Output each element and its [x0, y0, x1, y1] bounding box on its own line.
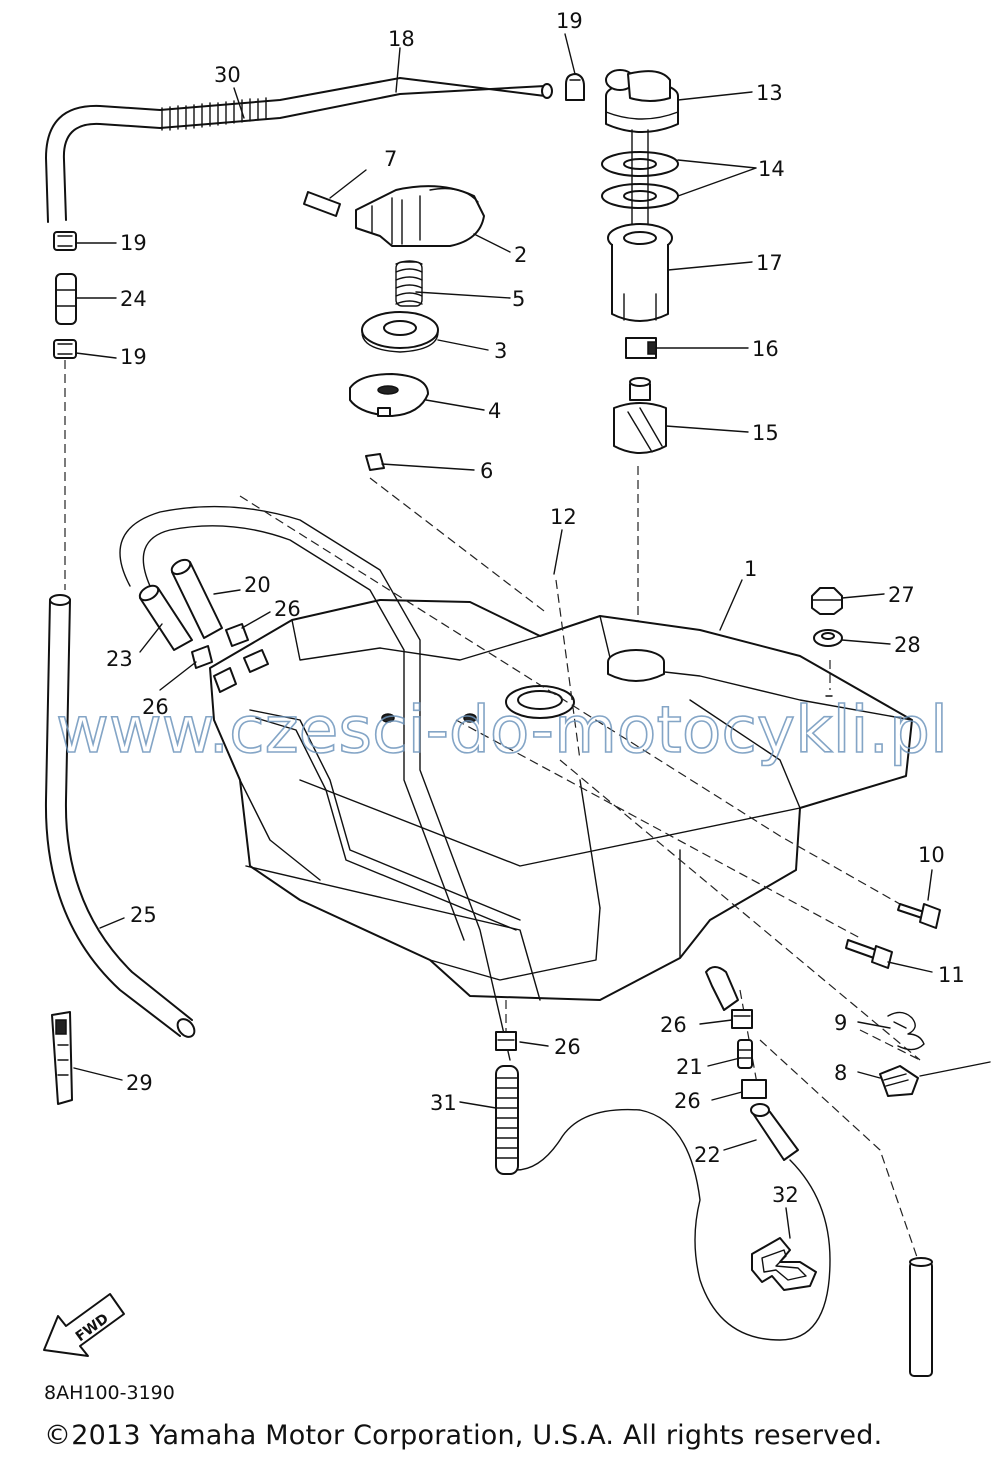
vent-hose-18 [45, 77, 553, 223]
callout-14: 14 [758, 157, 785, 181]
callout-30: 30 [214, 63, 241, 87]
hose-loop [119, 505, 511, 1061]
band-29 [51, 1011, 73, 1105]
callout-7: 7 [384, 147, 397, 171]
clip-26-upper [225, 623, 249, 647]
clip-26-right-upper [731, 1009, 753, 1029]
joint-24 [55, 273, 77, 325]
callout-numbers: 18 19 30 13 7 14 2 19 17 24 5 3 16 19 4 … [106, 9, 965, 1207]
callout-5: 5 [512, 287, 525, 311]
pin-7 [303, 191, 341, 217]
bolt-10 [897, 903, 941, 929]
assembly-line-21 [739, 989, 761, 1101]
washers-14 [601, 129, 679, 225]
diagram-code: 8AH100-3190 [44, 1382, 175, 1404]
hose-clamp-19-top [565, 73, 585, 101]
joint-21 [737, 1039, 753, 1069]
callout-13: 13 [756, 81, 783, 105]
callout-6: 6 [480, 459, 493, 483]
hose-clamp-19-left-upper [53, 231, 77, 251]
hose-20 [170, 558, 223, 639]
callout-15: 15 [752, 421, 779, 445]
callout-1: 1 [744, 557, 757, 581]
nut-6 [365, 453, 385, 471]
callout-32: 32 [772, 1183, 799, 1207]
callout-26-bottom: 26 [554, 1035, 581, 1059]
spring-5 [395, 260, 423, 307]
assembly-line-8 [559, 759, 921, 1061]
callout-27: 27 [888, 583, 915, 607]
pipe-17 [607, 223, 673, 322]
callout-23: 23 [106, 647, 133, 671]
callout-24: 24 [120, 287, 147, 311]
hose-22 [750, 1103, 799, 1161]
assembly-line-6 [369, 477, 549, 615]
assembly-line-12 [555, 579, 581, 761]
assembly-line-right [759, 1039, 919, 1261]
bolt-11 [845, 939, 893, 969]
tank-nipples [213, 649, 269, 693]
clip-26-bottom [495, 1031, 517, 1051]
clamp-16 [625, 337, 657, 359]
callout-31: 31 [430, 1091, 457, 1115]
callout-29: 29 [126, 1071, 153, 1095]
assembly-line-10 [239, 495, 915, 913]
callout-12: 12 [550, 505, 577, 529]
callout-2: 2 [514, 243, 527, 267]
plate-4 [349, 373, 429, 417]
fwd-arrow-icon: FWD [43, 1293, 125, 1357]
nut-27 [811, 587, 843, 615]
callout-8: 8 [834, 1061, 847, 1085]
callout-11: 11 [938, 963, 965, 987]
callout-17: 17 [756, 251, 783, 275]
fuel-tank-1 [209, 599, 913, 1001]
cap-2 [355, 185, 485, 247]
callout-9: 9 [834, 1011, 847, 1035]
callout-26-right-lower: 26 [674, 1089, 701, 1113]
callout-26-left: 26 [142, 695, 169, 719]
assembly-line-11 [455, 719, 861, 939]
callout-19-left-lower: 19 [120, 345, 147, 369]
callout-4: 4 [488, 399, 501, 423]
hose-31 [495, 1065, 519, 1175]
spring-guard-30 [161, 97, 267, 131]
washer-28 [813, 629, 843, 647]
cap-13 [605, 69, 679, 133]
callout-22: 22 [694, 1143, 721, 1167]
callout-3: 3 [494, 339, 507, 363]
copyright-notice: ©2013 Yamaha Motor Corporation, U.S.A. A… [44, 1420, 883, 1451]
pipe-bottom-right [909, 1257, 933, 1377]
callout-26-right-upper: 26 [660, 1013, 687, 1037]
hose-23 [138, 584, 193, 651]
callout-26-upper: 26 [274, 597, 301, 621]
clip-26-right-lower [741, 1079, 767, 1099]
hose-bend [705, 966, 739, 1011]
assembly-line-9 [859, 1029, 921, 1061]
hose-25 [44, 594, 196, 1038]
gasket-3 [361, 311, 439, 353]
hose-clamp-19-left-lower [53, 339, 77, 359]
callout-21: 21 [676, 1055, 703, 1079]
drain-hose-loop [515, 1108, 831, 1341]
callout-19-top: 19 [556, 9, 583, 33]
leader-lines [73, 33, 991, 1239]
clip-26-left [191, 645, 213, 669]
callout-18: 18 [388, 27, 415, 51]
clip-32 [751, 1237, 817, 1291]
callout-28: 28 [894, 633, 921, 657]
strainer-15 [613, 377, 667, 454]
damper-8 [879, 1065, 919, 1097]
callout-16: 16 [752, 337, 779, 361]
callout-20: 20 [244, 573, 271, 597]
callout-19-left-upper: 19 [120, 231, 147, 255]
callout-10: 10 [918, 843, 945, 867]
watermark: www.czesci-do-motocykli.pl [56, 694, 948, 768]
callout-25: 25 [130, 903, 157, 927]
clip-9 [887, 1011, 925, 1051]
